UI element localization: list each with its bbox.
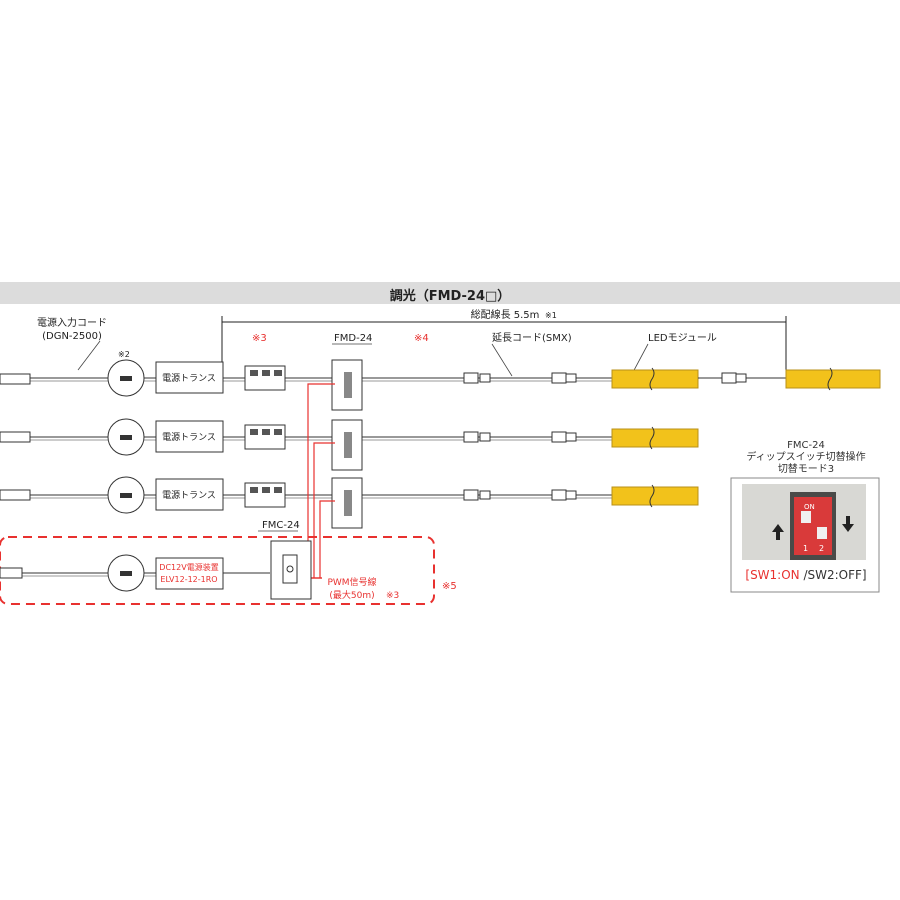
transformer-label-2: 電源トランス [162, 432, 216, 443]
dip-status: [SW1:ON /SW2:OFF] [734, 568, 878, 582]
dip-num-2: 2 [819, 544, 824, 553]
page-title: 調光（FMD-24□） [389, 289, 511, 304]
dip-caption-line3: 切替モード3 [777, 464, 835, 475]
dip-bracket: [ [745, 568, 751, 582]
dip-caption-line2: ディップスイッチ切替操作 [746, 452, 866, 463]
power-cord-leader [77, 340, 101, 371]
pwm-note: ※3 [386, 591, 399, 601]
pwm-label-2: (最大50m) [329, 589, 374, 601]
dip-num-1: 1 [803, 544, 808, 553]
led-module-label: LEDモジュール [648, 333, 717, 344]
total-length-label: 総配線長 5.5m [471, 308, 540, 321]
row-1: 電源トランス [0, 359, 881, 411]
fmd-label: FMD-24 [334, 333, 372, 344]
arrow-down-icon [842, 516, 854, 532]
dip-model: FMC-24 [787, 440, 825, 451]
transformer-label-1: 電源トランス [162, 373, 216, 384]
note-1: ※1 [545, 311, 557, 320]
note-2: ※2 [118, 350, 130, 359]
sw1-status: SW1:ON [750, 568, 800, 582]
optional-group-outline [0, 536, 435, 605]
power-cord-label: 電源入力コード [37, 316, 107, 329]
sw2-status: /SW2:OFF] [799, 568, 867, 582]
row-3: 電源トランス [0, 476, 699, 529]
note-5: ※5 [442, 581, 457, 592]
row-2: 電源トランス [0, 418, 699, 471]
power-cord-model: (DGN-2500) [42, 331, 102, 342]
note-3: ※3 [252, 333, 267, 344]
row-4 [0, 540, 312, 600]
transformer-label-3: 電源トランス [162, 490, 216, 501]
dip-switch-panel [730, 477, 880, 593]
header-bar [0, 282, 900, 304]
led-leader [631, 343, 649, 375]
extension-label: 延長コード(SMX) [492, 332, 572, 344]
extension-leader [491, 343, 513, 377]
pwm-label-1: PWM信号線 [327, 576, 376, 588]
fmc-label: FMC-24 [262, 520, 300, 531]
arrow-up-icon [772, 524, 784, 540]
dc-supply-label-2: ELV12-12-1RO [160, 575, 217, 584]
dc-supply-label-1: DC12V電源装置 [159, 562, 218, 572]
dip-on-text: ON [804, 503, 815, 511]
note-4: ※4 [414, 333, 429, 344]
dip-caption: FMC-24 ディップスイッチ切替操作 切替モード3 [734, 440, 878, 476]
